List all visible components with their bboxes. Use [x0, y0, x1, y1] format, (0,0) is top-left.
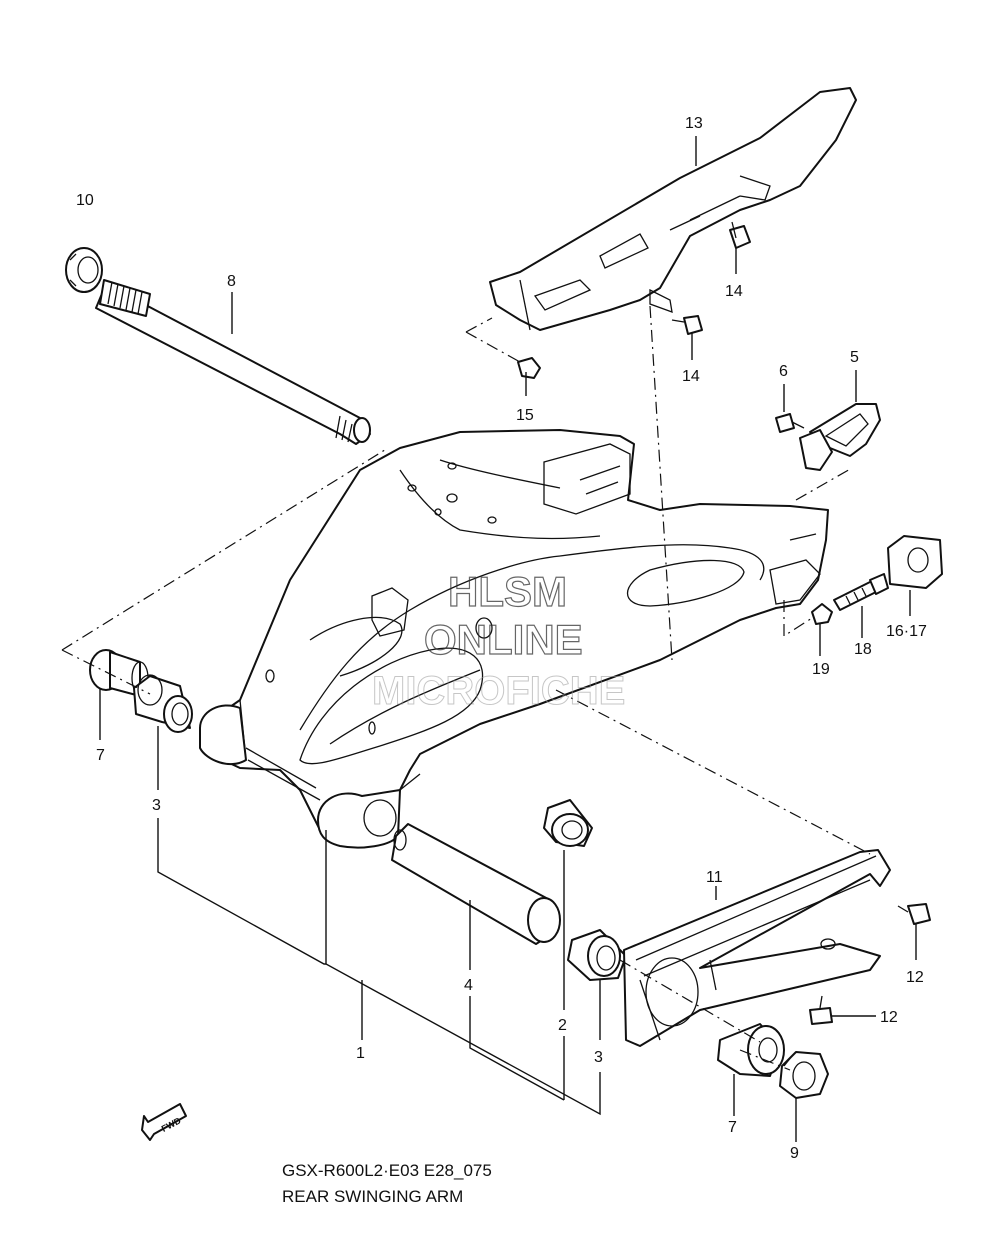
leader-lines	[99, 136, 917, 1142]
callout-4: 4	[464, 977, 473, 994]
assembly-lines	[61, 305, 871, 1071]
bearing-part-2	[543, 799, 593, 847]
callout-7-left: 7	[96, 747, 105, 764]
callout-14-lower: 14	[682, 368, 700, 385]
callout-3-left: 3	[152, 797, 161, 814]
callout-11: 11	[706, 869, 723, 886]
watermark-line-3: MICROFICHE	[372, 669, 625, 713]
callout-14-upper: 14	[725, 283, 743, 300]
callout-7-right: 7	[728, 1119, 737, 1136]
bearing-part-3-right	[567, 929, 627, 981]
callout-2: 2	[558, 1017, 567, 1034]
callout-12-upper: 12	[906, 969, 924, 986]
callout-1: 1	[356, 1045, 365, 1062]
collar-part-7-right	[717, 1023, 785, 1077]
callouts: 10 8 13 14 14 15 6 5 16·17 18 19 7 3 11 …	[76, 115, 927, 1162]
callout-6: 6	[779, 363, 788, 380]
watermark-line-1: HLSM	[448, 568, 567, 615]
bracket-part-5	[799, 403, 881, 471]
bolt-part-18	[833, 573, 889, 611]
bolt-part-12-upper	[897, 903, 931, 925]
callout-19: 19	[812, 661, 830, 678]
forward-arrow-icon: FWD	[141, 1103, 187, 1141]
adjuster-part-16-17	[887, 535, 943, 589]
callout-12-lower: 12	[880, 1009, 898, 1026]
chain-guard-part-13	[489, 87, 857, 331]
spacer-part-4	[391, 823, 561, 945]
clip-part-15	[517, 357, 541, 379]
callout-16-17: 16·17	[886, 623, 927, 640]
bolt-part-14-lower	[671, 315, 703, 335]
pivot-shaft-part-8	[95, 279, 371, 445]
model-code: GSX-R600L2·E03 E28_075	[282, 1161, 492, 1180]
chain-buffer-part-11	[623, 849, 891, 1047]
bearing-part-3-left	[133, 674, 193, 733]
callout-9: 9	[790, 1145, 799, 1162]
callout-10: 10	[76, 192, 94, 209]
swing-arm-part-1	[199, 429, 829, 849]
callout-8: 8	[227, 273, 236, 290]
bolt-part-14-upper	[729, 221, 751, 249]
callout-18: 18	[854, 641, 872, 658]
watermark: HLSM ONLINE MICROFICHE	[372, 567, 626, 713]
watermark-line-2: ONLINE	[424, 616, 583, 663]
pivot-nut-part-10	[65, 247, 103, 293]
callout-15: 15	[516, 407, 534, 424]
callout-13: 13	[685, 115, 703, 132]
diagram-title: REAR SWINGING ARM	[282, 1187, 463, 1206]
nut-part-19	[811, 603, 833, 625]
nut-part-9	[779, 1051, 829, 1099]
callout-5: 5	[850, 349, 859, 366]
callout-3-right: 3	[594, 1049, 603, 1066]
bolt-part-6	[775, 413, 805, 433]
bolt-part-12-lower	[809, 995, 833, 1025]
